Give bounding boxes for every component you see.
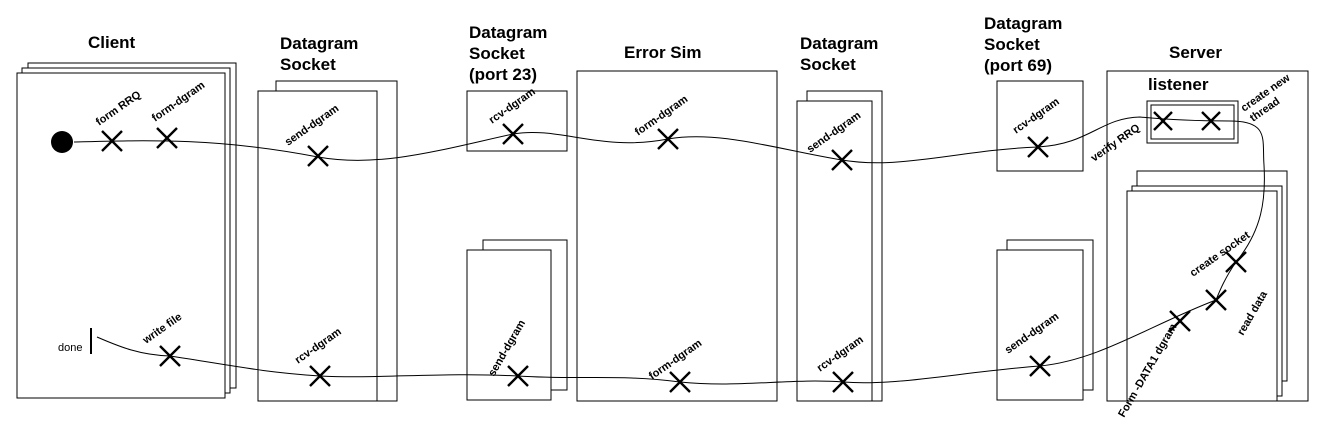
data-flow-line bbox=[96, 299, 1217, 385]
marker-form-dgram-client bbox=[156, 127, 178, 149]
ds69-bottom-front bbox=[996, 249, 1084, 401]
thread-box-front bbox=[1126, 190, 1278, 402]
ds69-title-line2: Socket bbox=[984, 35, 1040, 54]
ds69-top-box bbox=[996, 80, 1084, 172]
start-node bbox=[51, 131, 73, 153]
ds23-title-line3: (port 23) bbox=[469, 65, 537, 84]
ds1-title-line2: Socket bbox=[280, 55, 336, 74]
marker-verify-rrq bbox=[1153, 111, 1173, 131]
marker-create-thread bbox=[1201, 111, 1221, 131]
server-title: Server bbox=[1169, 43, 1222, 62]
client-box-front bbox=[16, 72, 226, 399]
marker-send-dgram-1 bbox=[307, 145, 329, 167]
ds1-box-front bbox=[257, 90, 378, 402]
errorsim-title: Error Sim bbox=[624, 43, 701, 62]
marker-rcv-dgram-3 bbox=[832, 371, 854, 393]
client-title: Client bbox=[88, 33, 136, 52]
errorsim-box bbox=[576, 70, 778, 402]
marker-form-rrq bbox=[101, 130, 123, 152]
ds1-title-line1: Datagram bbox=[280, 34, 358, 53]
marker-form-dgram-err-top bbox=[657, 128, 679, 150]
listener-title: listener bbox=[1148, 75, 1209, 94]
client-lifeline bbox=[16, 62, 237, 399]
ds23-title-line1: Datagram bbox=[469, 23, 547, 42]
marker-rcv-dgram-69 bbox=[1027, 136, 1049, 158]
marker-form-data1 bbox=[1169, 310, 1191, 332]
ds23-bottom-stack bbox=[466, 239, 568, 401]
datagram-socket-1-lifeline bbox=[257, 80, 398, 402]
marker-rcv-dgram-1 bbox=[309, 365, 331, 387]
ds3-title-line2: Socket bbox=[800, 55, 856, 74]
marker-send-dgram-69 bbox=[1029, 355, 1051, 377]
ds23-bottom-front bbox=[466, 249, 552, 401]
ds3-box-front bbox=[796, 100, 873, 402]
ds69-title-line1: Datagram bbox=[984, 14, 1062, 33]
marker-create-socket bbox=[1225, 251, 1247, 273]
marker-write-file bbox=[159, 345, 181, 367]
request-flow-line bbox=[73, 116, 1265, 301]
datagram-socket-3-lifeline bbox=[796, 90, 883, 402]
marker-send-dgram-3 bbox=[831, 149, 853, 171]
marker-send-dgram-23 bbox=[507, 365, 529, 387]
marker-rcv-dgram-23 bbox=[502, 123, 524, 145]
ds3-title-line1: Datagram bbox=[800, 34, 878, 53]
ds23-title-line2: Socket bbox=[469, 44, 525, 63]
server-thread-stack bbox=[1126, 170, 1288, 402]
ds69-title-line3: (port 69) bbox=[984, 56, 1052, 75]
marker-read-data bbox=[1205, 289, 1227, 311]
done-label: done bbox=[58, 342, 82, 354]
marker-form-dgram-err-bottom bbox=[669, 371, 691, 393]
